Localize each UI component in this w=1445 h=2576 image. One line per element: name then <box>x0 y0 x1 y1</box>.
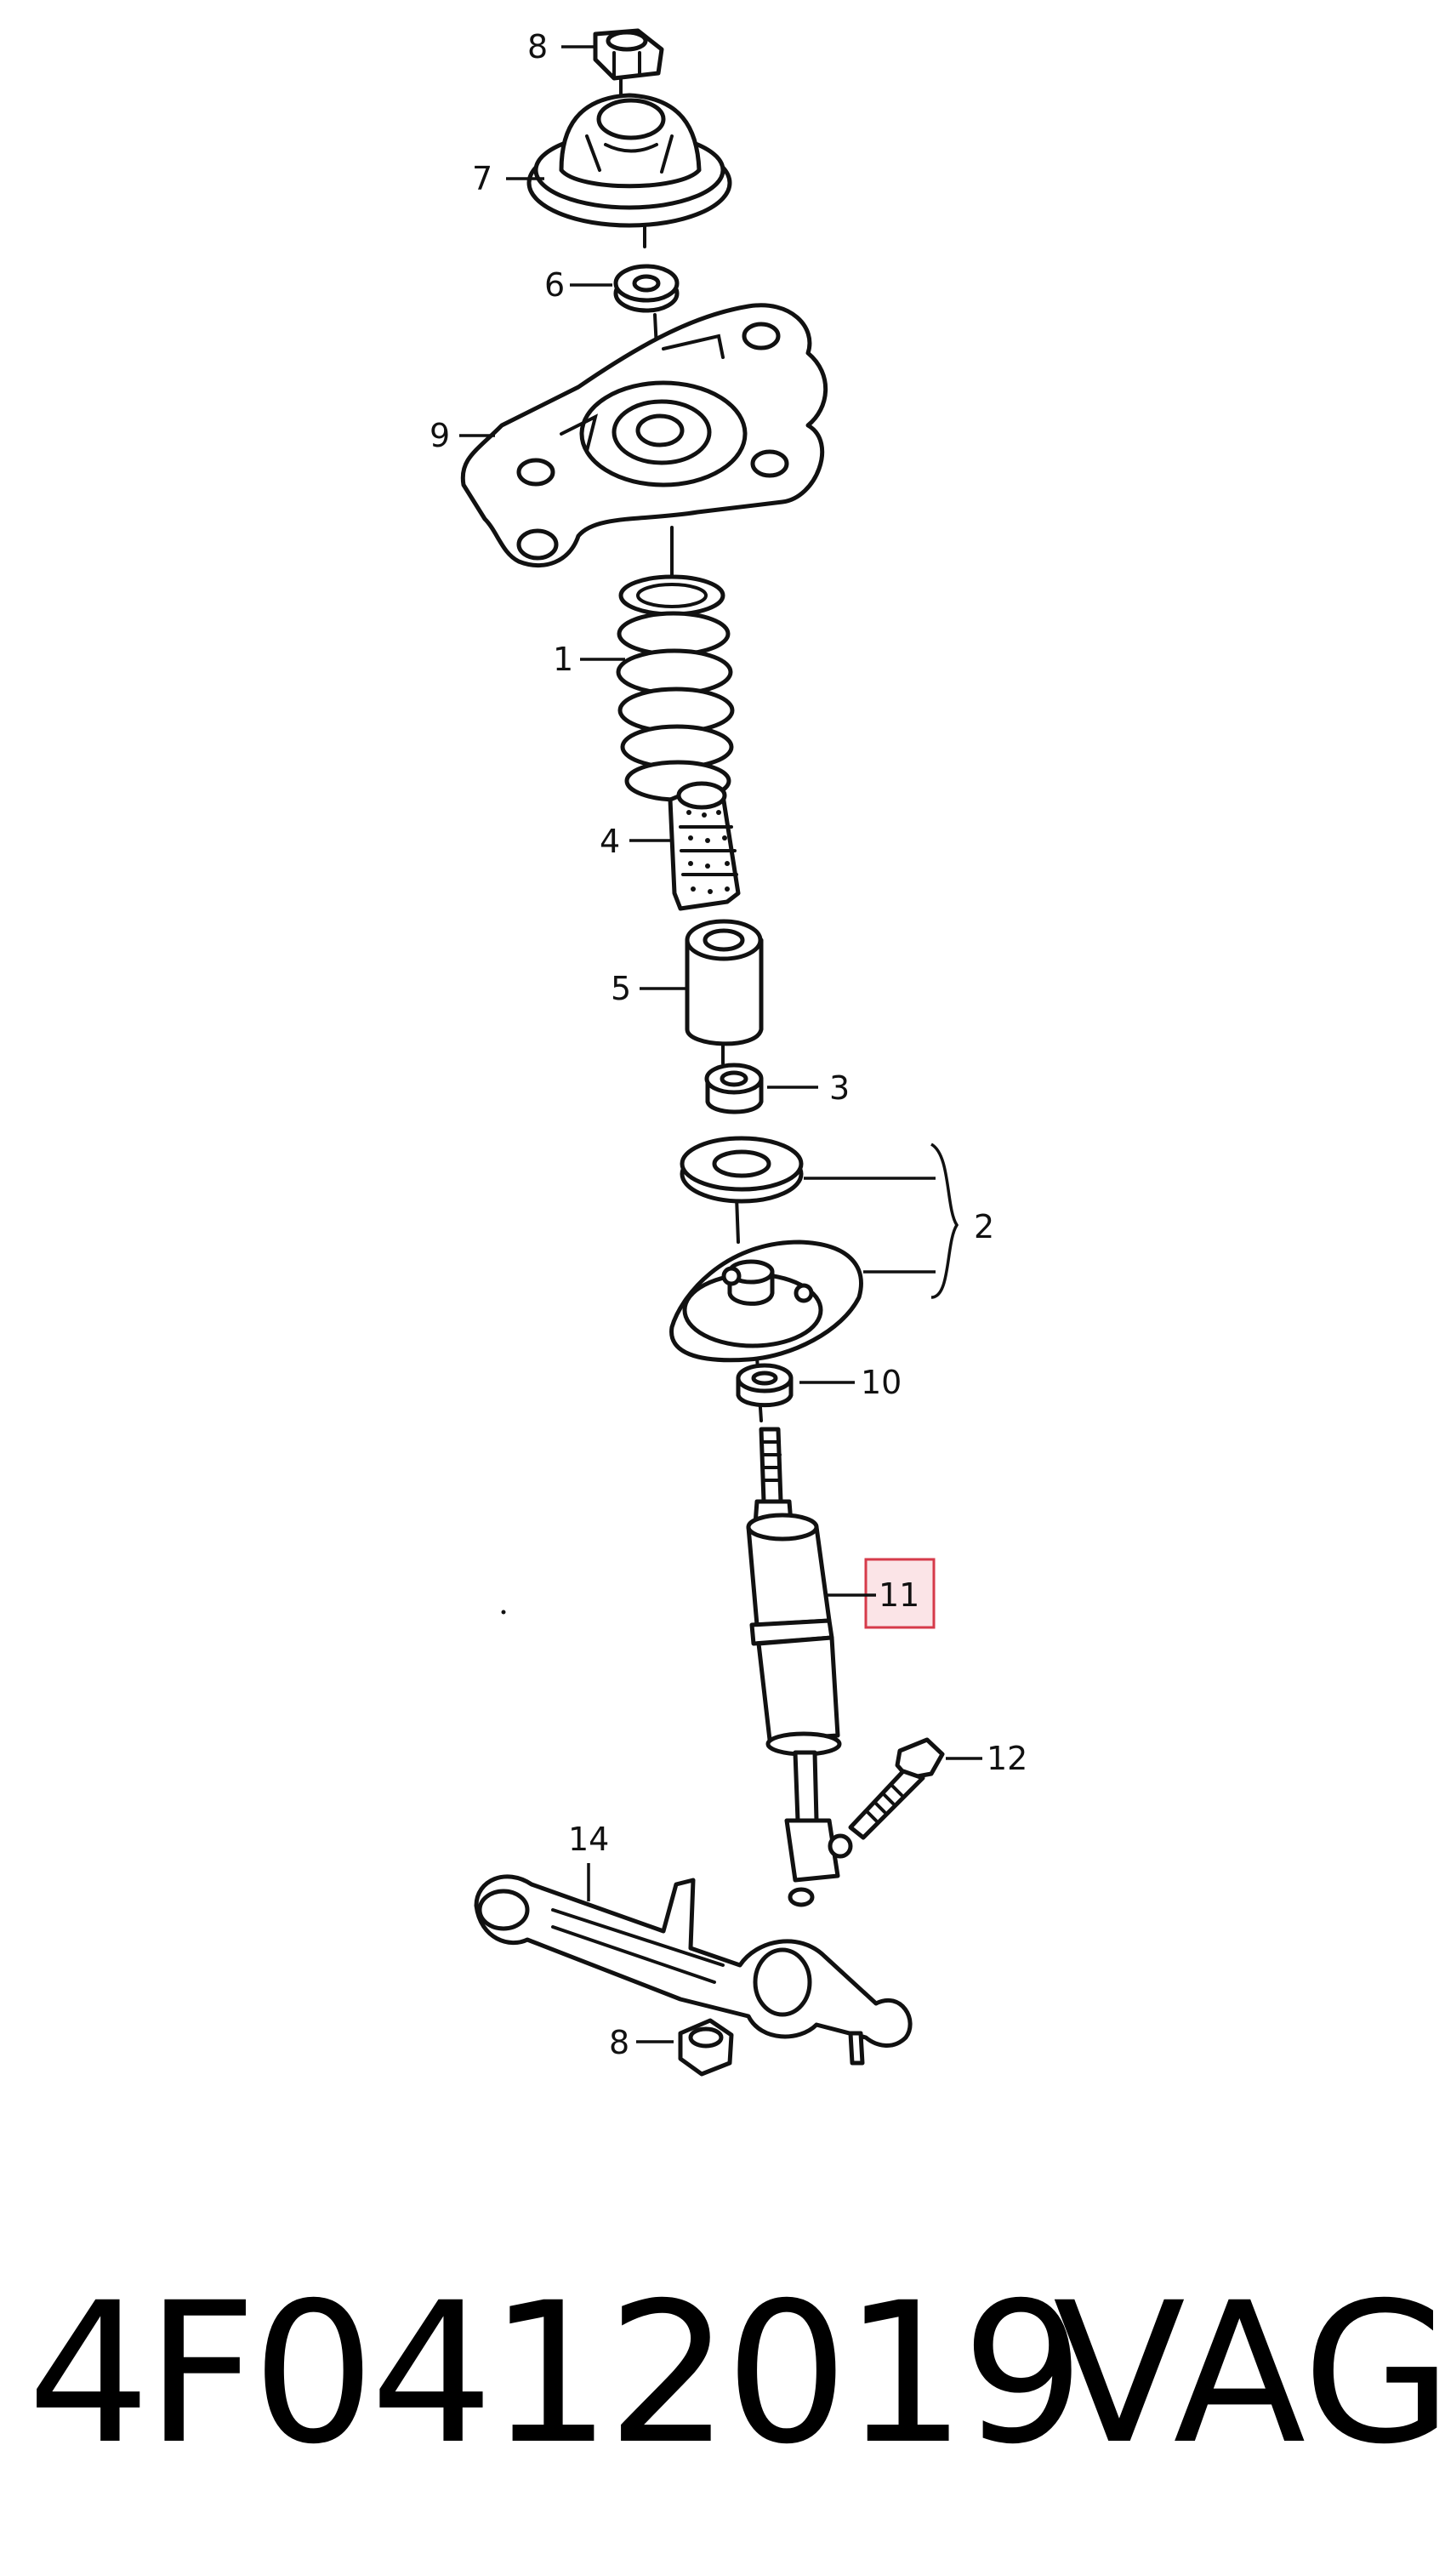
callout-9: 9 <box>430 417 495 454</box>
callout-label: 3 <box>829 1069 850 1107</box>
callout-8-bottom: 8 <box>609 2024 674 2061</box>
bump-stop <box>668 781 741 911</box>
washer <box>613 264 680 313</box>
spring-seat-lower <box>669 1240 863 1363</box>
callout-label: 14 <box>568 1821 609 1858</box>
callout-label: 9 <box>430 417 450 454</box>
coil-spring <box>616 574 735 802</box>
suspension-bracket <box>460 303 828 567</box>
exploded-parts-diagram: 8 7 6 9 1 4 5 3 2 10 11 <box>430 28 1027 2077</box>
strut-mount <box>526 93 732 228</box>
callout-7: 7 <box>472 160 544 197</box>
callout-label: 5 <box>611 970 631 1007</box>
callout-4: 4 <box>600 823 672 860</box>
callout-12: 12 <box>946 1740 1027 1777</box>
nut-bottom <box>678 2018 734 2077</box>
callout-label: 10 <box>861 1364 902 1401</box>
callout-label: 12 <box>987 1740 1027 1777</box>
callout-label: 7 <box>472 160 492 197</box>
callout-label: 11 <box>879 1576 919 1614</box>
brand-name: VAG <box>1053 2260 1445 2487</box>
callout-11: 11 <box>825 1558 936 1629</box>
shock-absorber <box>746 1427 853 1907</box>
callout-3: 3 <box>767 1069 850 1107</box>
callout-5: 5 <box>611 970 686 1007</box>
bushing <box>736 1363 794 1408</box>
callout-6: 6 <box>544 266 612 304</box>
dust-sleeve <box>685 919 764 1046</box>
callout-10: 10 <box>799 1364 902 1401</box>
callout-label: 8 <box>609 2024 629 2061</box>
callout-label: 6 <box>544 266 565 304</box>
bolt <box>848 1737 945 1840</box>
highlight-box <box>864 1558 936 1629</box>
callout-8-top: 8 <box>527 28 595 66</box>
callout-label: 2 <box>974 1208 994 1245</box>
callout-2: 2 <box>804 1143 994 1299</box>
footer: 4F0412019 VAG <box>0 2263 1445 2484</box>
callout-label: 8 <box>527 28 548 66</box>
callout-label: 4 <box>600 823 620 860</box>
callout-1: 1 <box>553 641 625 678</box>
stray-dot <box>501 1610 506 1615</box>
spring-seat-upper <box>680 1136 804 1204</box>
callout-14: 14 <box>568 1821 609 1901</box>
control-arm <box>474 1874 913 2066</box>
nut-top <box>593 28 664 81</box>
callout-label: 1 <box>553 641 573 678</box>
part-number: 4F0412019 <box>27 2260 1085 2487</box>
slotted-nut <box>704 1063 764 1114</box>
